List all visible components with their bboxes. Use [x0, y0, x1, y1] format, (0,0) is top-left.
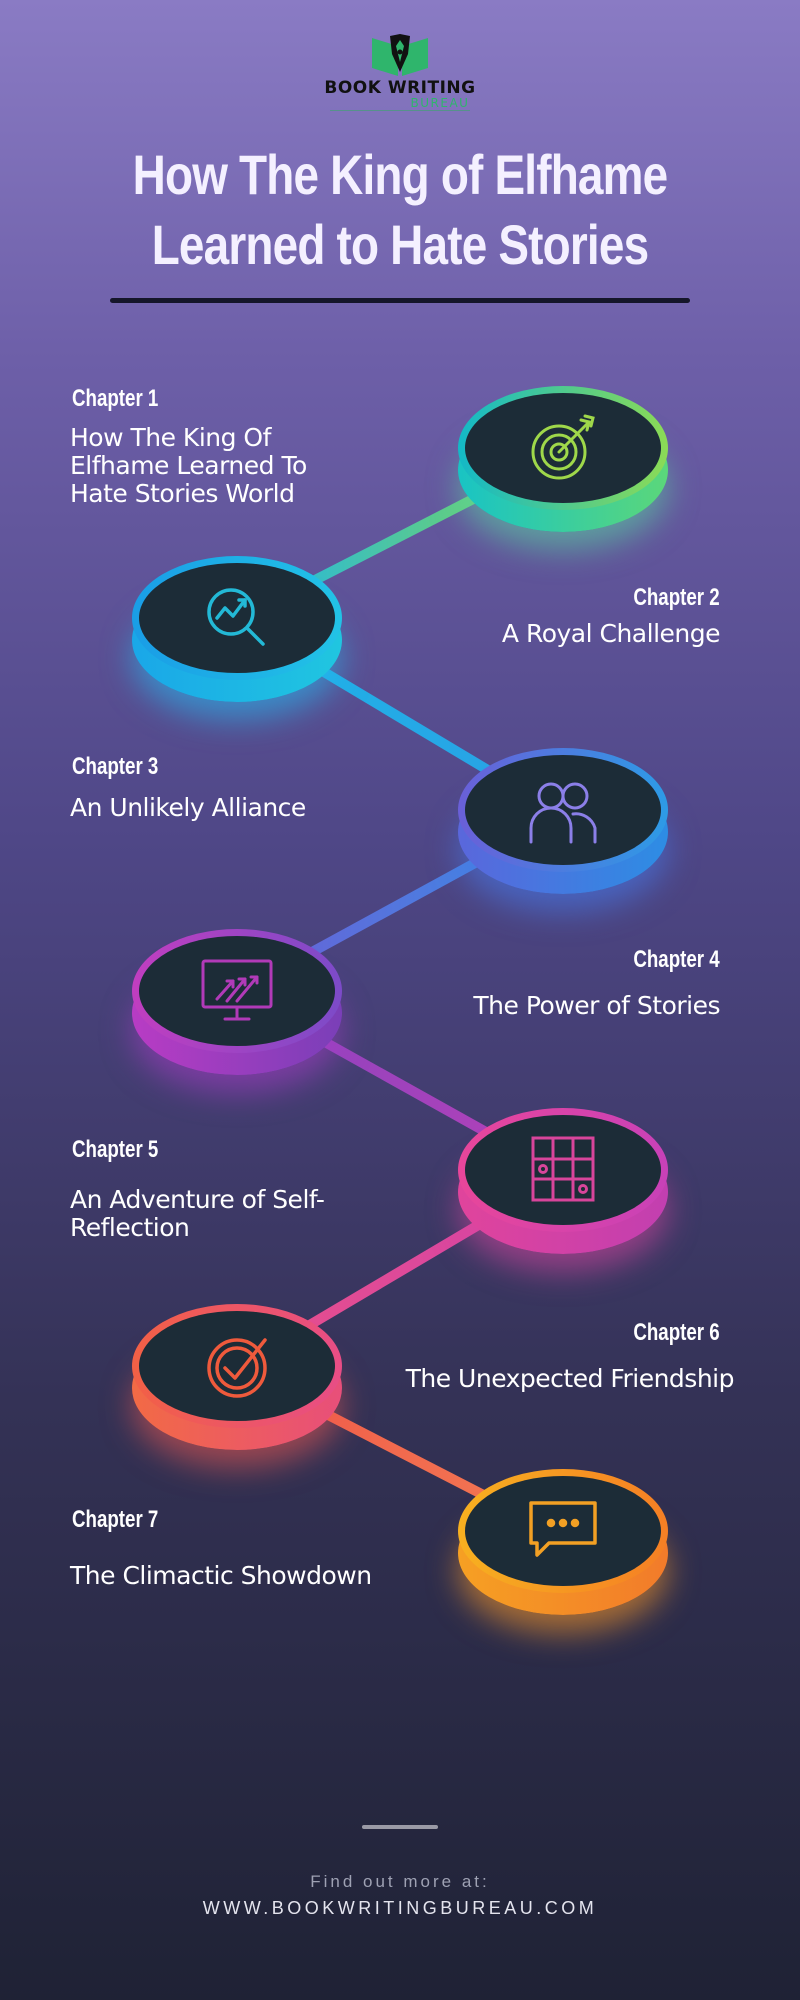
grid-board-icon	[531, 1136, 595, 1202]
chapter-3-title: An Unlikely Alliance	[70, 794, 306, 822]
brand-sub: BUREAU	[410, 96, 470, 110]
chapter-2-title: A Royal Challenge	[501, 619, 721, 648]
page-title: How The King of Elfhame Learned to Hate …	[72, 140, 728, 280]
chapter-4-title-line-1: The Power of Stories	[473, 991, 720, 1020]
chapter-1-title-line-2: Elfhame Learned To	[70, 451, 307, 480]
chapter-1-label: Chapter 1	[72, 385, 159, 412]
chapter-1-title-line-3: Hate Stories World	[70, 479, 295, 508]
footer-find-text: Find out more at:	[310, 1872, 490, 1891]
chapter-7-title: The Climactic Showdown	[70, 1562, 372, 1590]
chapter-5-disc	[458, 1108, 668, 1258]
chapter-3-label: Chapter 3	[72, 753, 159, 780]
book-pen-logo-icon	[372, 34, 428, 76]
users-icon	[529, 782, 597, 844]
chat-bubble-icon	[529, 1501, 597, 1557]
chapter-5-title-line-1: An Adventure of Self-	[70, 1185, 325, 1214]
chapter-7-title-line-1: The Climactic Showdown	[70, 1561, 372, 1590]
chapter-2-disc	[132, 556, 342, 706]
analytics-search-icon	[207, 588, 265, 646]
chapter-1-title: How The King Of Elfhame Learned To Hate …	[70, 424, 307, 508]
chapter-6-title-line-1: The Unexpected Friendship	[405, 1364, 735, 1393]
chapter-4-title: The Power of Stories	[473, 992, 720, 1020]
page-title-line-1: How The King of Elfhame	[132, 143, 669, 206]
chapter-7-label: Chapter 7	[72, 1506, 159, 1533]
footer-divider	[362, 1825, 438, 1829]
chapter-2-label: Chapter 2	[633, 584, 720, 611]
chapter-3-title-line-1: An Unlikely Alliance	[70, 793, 306, 822]
chapter-7-disc	[458, 1469, 668, 1619]
chapter-1-disc	[458, 386, 668, 536]
chapter-5-title-line-2: Reflection	[70, 1213, 190, 1242]
title-divider	[110, 298, 690, 303]
page-title-line-2: Learned to Hate Stories	[151, 213, 649, 276]
chapter-6-disc	[132, 1304, 342, 1454]
brand-name: BOOK WRITING	[324, 78, 476, 98]
growth-monitor-icon	[201, 959, 273, 1021]
brand-underline	[330, 110, 470, 111]
chapter-6-title: The Unexpected Friendship	[405, 1364, 735, 1393]
chapter-6-label: Chapter 6	[633, 1319, 720, 1346]
chapter-2-title-line-1: A Royal Challenge	[501, 619, 721, 648]
chapter-5-title: An Adventure of Self- Reflection	[70, 1185, 325, 1242]
footer-url-link[interactable]: WWW.BOOKWRITINGBUREAU.COM	[202, 1898, 598, 1918]
chapter-4-label: Chapter 4	[633, 946, 720, 973]
chapter-3-disc	[458, 748, 668, 898]
chapter-1-title-line-1: How The King Of	[70, 423, 271, 452]
chapter-5-label: Chapter 5	[72, 1136, 159, 1163]
target-icon	[531, 414, 595, 480]
check-circle-icon	[207, 1338, 267, 1398]
brand-logo: BOOK WRITING BUREAU	[0, 32, 800, 110]
chapter-4-disc	[132, 929, 342, 1079]
